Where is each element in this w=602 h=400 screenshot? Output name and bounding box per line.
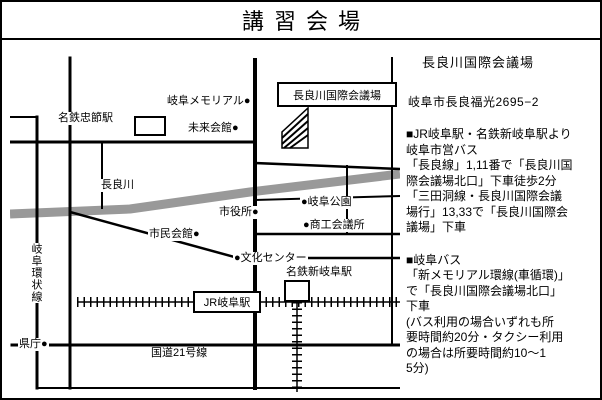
access-directions-bus: ■岐阜バス 「新メモリアル環線(車循環)」 で「長良川国際会議場北口」 下車 (… [406, 252, 570, 376]
access-directions-rail: ■JR岐阜駅・名鉄新岐阜駅より 岐阜市営バス 「長良線」1,11番で「長良川国 … [406, 127, 573, 234]
venue-address: 岐阜市長良福光2695−2 [408, 95, 539, 109]
map-label-nagara-river: 長良川 [100, 179, 135, 192]
map-label-civic-hall: 市民会館● [148, 228, 201, 241]
shin-gifu-station-symbol [284, 280, 310, 302]
location-dot-icon: ● [301, 196, 308, 208]
map-label-ring-road: 岐阜環状線 [28, 243, 43, 303]
access-map: 岐阜メモリアル● 名鉄忠節駅 未来会館● 長良川 市役所● ●岐阜公園 ●商工会… [10, 44, 400, 396]
label-text: 文化センター [240, 252, 307, 264]
convention-center-callout: 長良川国際会議場 [277, 82, 397, 107]
access-info-panel: 長良川国際会議場 岐阜市長良福光2695−2 ■JR岐阜駅・名鉄新岐阜駅より 岐… [404, 46, 598, 377]
label-text: 国道21号線 [151, 347, 208, 359]
label-text: 市役所 [219, 206, 252, 218]
label-text: 長良川 [101, 179, 134, 191]
label-text: 市民会館 [149, 228, 193, 240]
convention-center-building-icon [281, 106, 309, 149]
location-dot-icon: ● [232, 122, 239, 134]
location-dot-icon: ● [234, 252, 241, 264]
venue-name: 長良川国際会議場 [422, 55, 535, 70]
location-dot-icon: ● [243, 95, 251, 107]
label-text: 県庁 [19, 338, 41, 350]
location-dot-icon: ● [252, 206, 259, 218]
location-dot-icon: ● [41, 338, 48, 350]
title-bar: 講習会場 [2, 2, 600, 40]
map-label-culture-center: ●文化センター [233, 252, 308, 265]
label-text: 未来会館 [188, 122, 232, 134]
label-text: 岐阜公園 [307, 196, 352, 208]
map-label-mirai-kaikan: 未来会館● [187, 122, 240, 135]
jr-gifu-station-box: JR岐阜駅 [193, 291, 261, 313]
location-dot-icon: ● [303, 219, 310, 231]
label-text: JR岐阜駅 [203, 297, 251, 309]
map-label-shin-gifu-station: 名鉄新岐阜駅 [285, 266, 353, 279]
page-title: 講習会場 [241, 9, 370, 34]
label-text: 岐阜環状線 [30, 243, 42, 303]
label-text: 名鉄忠節駅 [58, 112, 113, 124]
map-label-chamber-of-commerce: ●商工会議所 [302, 219, 366, 232]
map-label-gifu-park: ●岐阜公園 [300, 196, 353, 209]
map-label-gifu-memorial: 岐阜メモリアル● [166, 95, 252, 108]
location-dot-icon: ● [193, 228, 200, 240]
map-label-city-hall: 市役所● [218, 206, 260, 219]
map-label-chusetsu-station: 名鉄忠節駅 [57, 112, 114, 125]
label-text: 長良川国際会議場 [293, 89, 381, 102]
chusetsu-station-symbol [134, 116, 166, 136]
map-label-route-21: 国道21号線 [150, 347, 209, 360]
label-text: 岐阜メモリアル [167, 95, 244, 107]
label-text: 商工会議所 [309, 219, 365, 231]
label-text: 名鉄新岐阜駅 [286, 266, 352, 278]
map-label-prefectural-office: 県庁● [18, 338, 49, 351]
